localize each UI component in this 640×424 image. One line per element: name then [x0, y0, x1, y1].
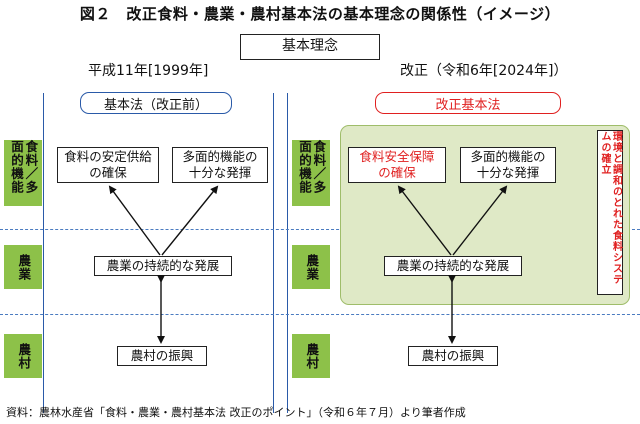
row-label-food-multi: 食料／多面的機能 [4, 140, 42, 206]
row-label-food-multi: 食料／多面的機能 [292, 140, 330, 206]
left-multifunction-node: 多面的機能の 十分な発揮 [172, 147, 268, 183]
left-village-node: 農村の振興 [117, 346, 207, 366]
row-divider [0, 229, 640, 230]
left-period-header: 平成11年[1999年] [88, 63, 209, 79]
right-period-header: 改正（令和6年[2024年]） [400, 63, 568, 79]
right-food-security-node: 食料安全保障 の確保 [348, 147, 446, 183]
revised-law-label: 改正基本法 [375, 92, 561, 114]
row-label-village: 農村 [4, 334, 42, 378]
row-label-agri: 農業 [292, 245, 330, 289]
arrow-left-agri-to-food [108, 185, 161, 256]
separator-line [273, 93, 274, 413]
arrow-right-agri-to-multi [452, 185, 508, 256]
right-village-node: 農村の振興 [408, 346, 498, 366]
food-system-side-text: 環境と調和のとれた食料システムの確立 [599, 131, 622, 285]
arrow-left-agri-to-multi [161, 185, 219, 256]
figure-title: 図２ 改正食料・農業・農村基本法の基本理念の関係性（イメージ） [79, 5, 561, 23]
separator-line [43, 93, 44, 413]
left-agri-node: 農業の持続的な発展 [94, 256, 232, 276]
arrow-right-agri-to-food [397, 185, 452, 256]
row-label-village: 農村 [292, 334, 330, 378]
core-concept-box: 基本理念 [240, 34, 380, 60]
left-food-supply-node: 食料の安定供給 の確保 [57, 147, 159, 183]
source-note: 資料：農林水産省「食料・農業・農村基本法 改正のポイント」（令和６年７月）より筆… [6, 406, 466, 419]
row-divider [0, 314, 640, 315]
row-label-agri: 農業 [4, 245, 42, 289]
separator-line [287, 93, 288, 413]
old-law-label: 基本法（改正前） [80, 92, 232, 114]
food-system-side-label: 環境と調和のとれた食料システムの確立 [597, 130, 623, 295]
right-multifunction-node: 多面的機能の 十分な発揮 [460, 147, 556, 183]
